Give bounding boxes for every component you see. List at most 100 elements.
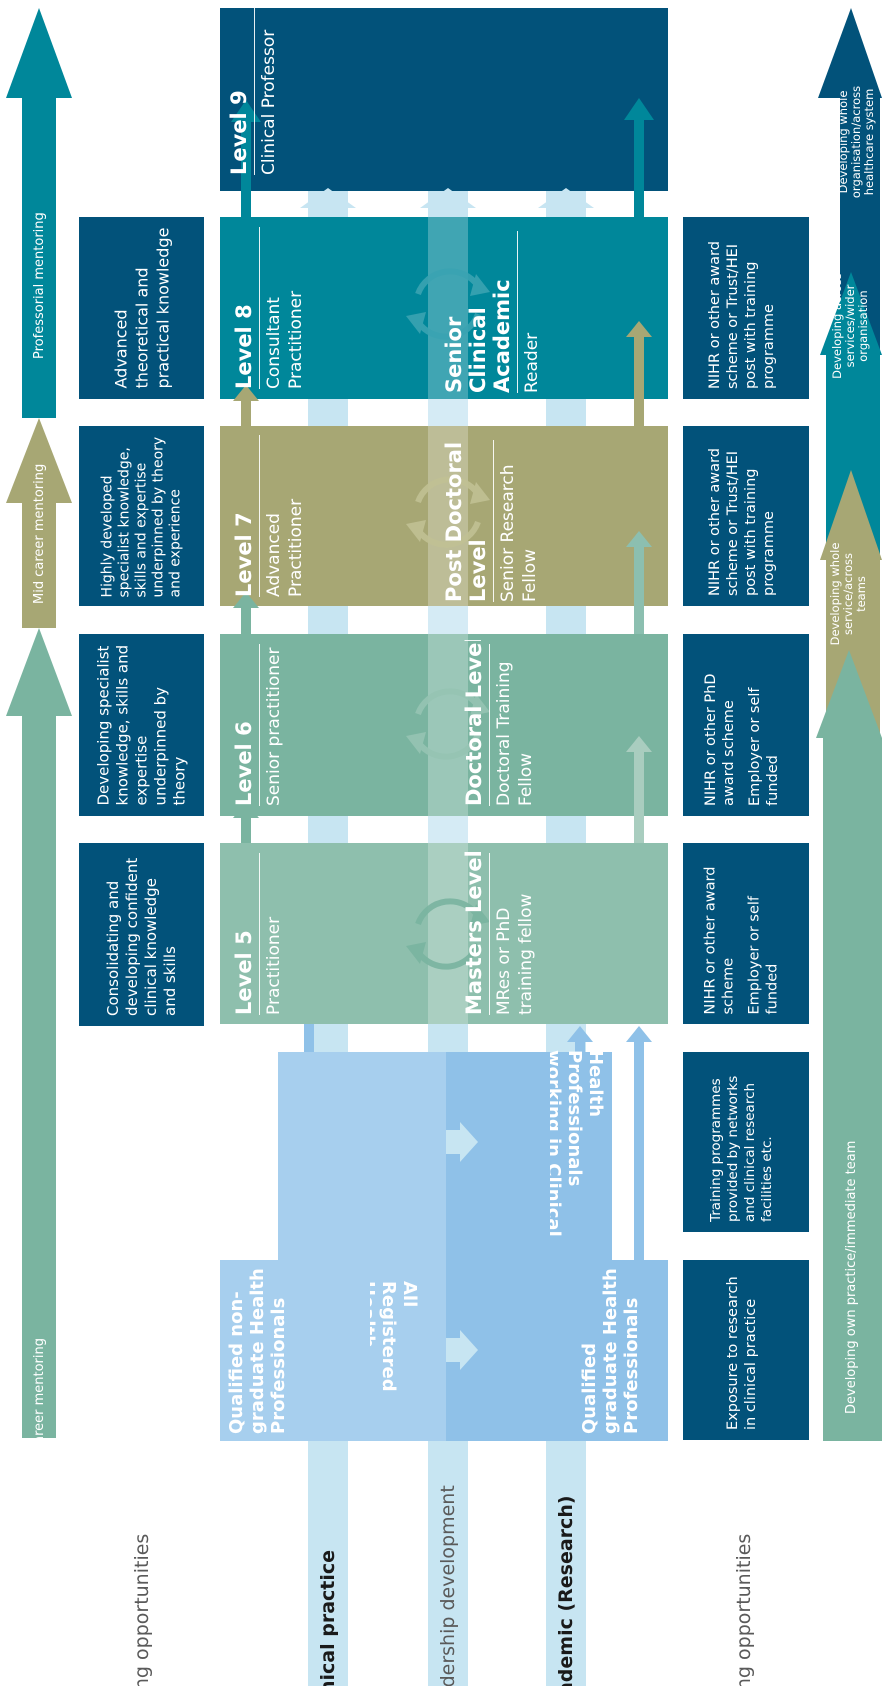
level6-academic: Doctoral Level Doctoral Training Fellow	[460, 640, 550, 810]
own-practice-text: Developing own practice/immediate team	[843, 1140, 859, 1414]
description-4: Advanced theoretical and practical knowl…	[111, 227, 173, 389]
academic-progress-arrows	[624, 98, 654, 843]
doctoral-role: Doctoral Training Fellow	[494, 661, 536, 806]
leadership-development-text: Leadership development	[437, 1485, 459, 1686]
mid-mentoring-text: Mid career mentoring	[31, 463, 47, 604]
professorial-mentoring-text: Professorial mentoring	[31, 212, 47, 359]
leadership-development-label: Leadership development	[435, 1461, 461, 1686]
training-exposure-text: Exposure to research in clinical practic…	[725, 1276, 759, 1430]
academic-research-text: Academic (Research)	[555, 1495, 577, 1686]
level8-heading: Level 8	[232, 227, 260, 389]
non-graduate-entry-label: Qualified non-graduate Health Profession…	[222, 1260, 318, 1440]
level8-academic: Senior Clinical Academic Reader	[440, 227, 550, 397]
level8-block	[220, 217, 668, 399]
training-box-exposure	[683, 1260, 809, 1440]
training-opportunities-label-left: Training opportunities	[129, 1441, 155, 1686]
clinical-practice-text: Clinical practice	[317, 1549, 339, 1686]
level9-block	[220, 8, 668, 191]
description-text-3: Highly developed specialist knowledge, s…	[80, 426, 205, 606]
whole-service-text: Developing whole service/across teams	[827, 542, 868, 646]
description-3: Highly developed specialist knowledge, s…	[99, 436, 184, 598]
description-text-2: Developing specialist knowledge, skills …	[80, 634, 205, 816]
training-level6-funding: Employer or self funded	[747, 687, 781, 806]
cycle-icon-level5	[406, 898, 490, 970]
level8-role: Consultant Practitioner	[264, 290, 306, 389]
whole-organisation-text: Developing whole organisation/across hea…	[835, 85, 876, 199]
level7-academic: Post Doctoral Level Senior Research Fell…	[440, 436, 550, 606]
description-box-4	[79, 217, 204, 399]
training-networks-text: Training programmes provided by networks…	[708, 1075, 775, 1222]
training-networks: Training programmes provided by networks…	[683, 1052, 809, 1232]
post-doctoral-role: Senior Research Fellow	[498, 464, 540, 602]
masters-heading: Masters Level	[462, 850, 490, 1015]
level5-clinical: Level 5 Practitioner	[230, 849, 320, 1019]
across-services-label: Developing across services/wider organis…	[824, 262, 876, 390]
training-box-level6	[683, 634, 809, 816]
clinical-practice-label: Clinical practice	[315, 1461, 341, 1686]
training-level7-text: NIHR or other award scheme or Trust/HEI …	[707, 448, 777, 596]
academic-research-label: Academic (Research)	[553, 1461, 579, 1686]
research-environment-box	[278, 1052, 612, 1267]
training-box-level7	[683, 426, 809, 606]
all-registered-label: All Registered Health Professionals	[370, 1275, 424, 1425]
whole-service-label: Developing whole service/across teams	[822, 539, 874, 649]
description-box-1	[79, 843, 204, 1026]
early-mentoring-label: Early career mentoring	[24, 1192, 54, 1492]
training-level8: NIHR or other award scheme or Trust/HEI …	[683, 217, 809, 399]
description-2: Developing specialist knowledge, skills …	[94, 644, 189, 806]
cycle-icon-level6	[406, 688, 490, 760]
research-flow-arrow	[446, 1122, 478, 1162]
description-1: Consolidating and developing confident c…	[103, 857, 179, 1016]
training-level6: NIHR or other PhD award scheme Employer …	[683, 634, 809, 816]
training-level6-award: NIHR or other PhD award scheme	[703, 673, 737, 807]
level8-clinical: Level 8 Consultant Practitioner	[230, 223, 320, 393]
own-practice-label: Developing own practice/immediate team	[836, 1112, 866, 1418]
level7-block	[220, 426, 668, 606]
all-registered-text: All Registered Health Professionals	[370, 1281, 420, 1392]
description-text-1: Consolidating and developing confident c…	[79, 843, 204, 1026]
training-exposure: Exposure to research in clinical practic…	[683, 1260, 809, 1440]
mid-mentoring-label: Mid career mentoring	[24, 438, 54, 608]
training-level5-funding: Employer or self funded	[746, 895, 781, 1015]
description-box-2	[79, 634, 204, 816]
level9-heading: Level 9	[227, 3, 255, 175]
cycle-icon-level7	[406, 476, 490, 548]
research-environment-text: Health Professionals working in Clinical…	[550, 1050, 606, 1237]
level9-clinical: Level 9 Clinical Professor	[225, 0, 315, 179]
professorial-mentoring-label: Professorial mentoring	[24, 183, 54, 363]
post-doctoral-heading: Post Doctoral Level	[442, 440, 494, 602]
training-box-networks	[683, 1052, 809, 1232]
level6-heading: Level 6	[232, 644, 260, 806]
level9-role: Clinical Professor	[259, 29, 279, 175]
training-level5: NIHR or other award scheme Employer or s…	[683, 844, 809, 1025]
whole-organisation-label: Developing whole organisation/across hea…	[828, 72, 882, 212]
level6-block	[220, 634, 668, 816]
graduate-entry-label: Qualified graduate Health Professionals	[575, 1262, 671, 1440]
senior-clinical-academic-role: Reader	[522, 332, 542, 393]
level6-clinical: Level 6 Senior practitioner	[230, 640, 320, 810]
training-opportunities-text-right: Training opportunities	[733, 1533, 755, 1686]
research-environment-label: Health Professionals working in Clinical…	[550, 1044, 610, 1244]
level5-heading: Level 5	[232, 853, 260, 1015]
training-box-level8	[683, 217, 809, 399]
early-mentoring-arrow	[6, 628, 72, 1438]
non-graduate-entry-text: Qualified non-graduate Health Profession…	[226, 1268, 289, 1434]
mid-mentoring-arrow	[6, 418, 72, 628]
level6-role: Senior practitioner	[264, 647, 284, 807]
early-mentoring-text: Early career mentoring	[31, 1337, 47, 1488]
professorial-mentoring-arrow	[6, 8, 72, 418]
doctoral-heading: Doctoral Level	[462, 640, 490, 806]
masters-role: MRes or PhD training fellow	[494, 893, 536, 1015]
development-arrow-own-practice	[816, 650, 882, 1441]
level7-clinical: Level 7 Advanced Practitioner	[230, 431, 320, 601]
training-level5-award: NIHR or other award scheme	[702, 866, 737, 1015]
cycle-icon-level8	[406, 268, 490, 340]
clinical-progress-arrows	[231, 100, 261, 843]
level5-block	[220, 843, 668, 1024]
training-box-level5	[683, 843, 809, 1024]
level5-role: Practitioner	[264, 916, 284, 1015]
training-opportunities-label-right: Training opportunities	[731, 1441, 757, 1686]
across-services-text: Developing across services/wider organis…	[829, 273, 870, 379]
